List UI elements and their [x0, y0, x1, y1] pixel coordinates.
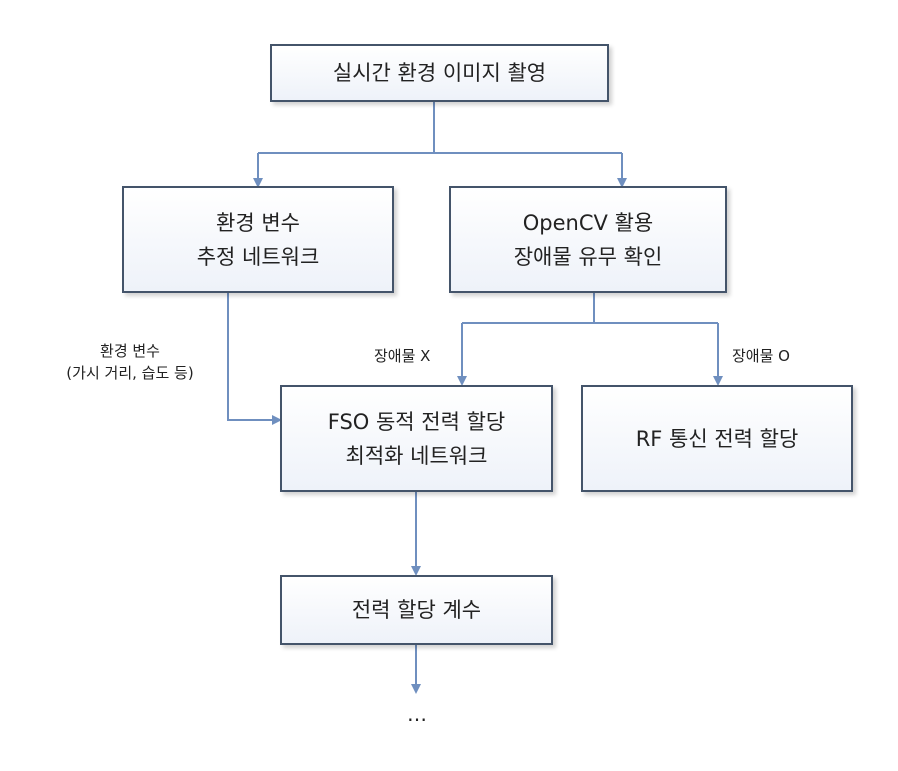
edge-label-env-vars-line1: 환경 변수 — [100, 342, 160, 360]
node-capture-label: 실시간 환경 이미지 촬영 — [332, 61, 547, 85]
node-fso-line2: 최적화 네트워크 — [345, 443, 488, 468]
edge-label-env-vars: 환경 변수 (가시 거리, 습도 등) — [40, 340, 220, 384]
node-rf-label: RF 통신 전력 할당 — [635, 426, 799, 451]
node-fso-line1: FSO 동적 전력 할당 — [327, 409, 506, 434]
node-env-network-line1: 환경 변수 — [216, 210, 300, 235]
node-opencv: OpenCV 활용 장애물 유무 확인 — [449, 186, 727, 293]
edge-label-env-vars-line2: (가시 거리, 습도 등) — [66, 364, 194, 382]
node-rf-allocation: RF 통신 전력 할당 — [581, 385, 853, 492]
edge-label-obstacle-no: 장애물 X — [374, 347, 431, 365]
node-env-network-line2: 추정 네트워크 — [196, 244, 320, 269]
node-coef-label: 전력 할당 계수 — [351, 598, 482, 622]
node-opencv-line1: OpenCV 활용 — [522, 210, 654, 235]
edge-label-obstacle-yes: 장애물 O — [732, 347, 790, 365]
arrow-env-to-fso — [227, 292, 282, 425]
node-fso-network: FSO 동적 전력 할당 최적화 네트워크 — [280, 385, 553, 492]
node-capture: 실시간 환경 이미지 촬영 — [270, 44, 609, 102]
node-opencv-line2: 장애물 유무 확인 — [513, 244, 663, 269]
node-power-coefficient: 전력 할당 계수 — [280, 575, 553, 645]
continuation-ellipsis: … — [407, 702, 429, 726]
node-env-network: 환경 변수 추정 네트워크 — [122, 186, 394, 293]
